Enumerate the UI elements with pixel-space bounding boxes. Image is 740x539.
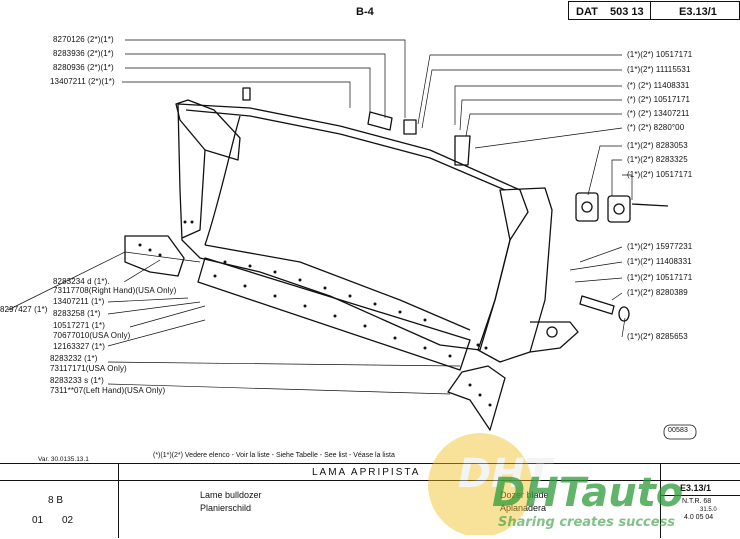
figure-number: 00583: [668, 427, 688, 434]
right-label: (1*)(2*) 11408331: [627, 257, 692, 266]
lubricator: [242, 87, 251, 101]
left-label: 8283234 d (1*).: [53, 277, 110, 286]
left-label: 13407211 (1*): [53, 297, 105, 306]
watermark-logo: DHTauto: [492, 470, 684, 516]
group-number: 8 B: [48, 495, 64, 506]
title-es: Aplanadera: [500, 503, 546, 513]
figure-number-box: [663, 424, 697, 440]
left-label: 12163327 (1*): [53, 342, 106, 351]
title-en: Dozer blade: [500, 490, 549, 500]
left-label: 7311**07(Left Hand)(USA Only): [50, 386, 166, 395]
dat-label: DAT: [576, 6, 598, 18]
right-label: (1*)(2*) 8283325: [627, 155, 688, 164]
title-block: [0, 463, 740, 539]
right-label: (1*)(2*) 10517171: [627, 170, 693, 179]
right-label: (1*)(2*) 8285653: [627, 332, 688, 341]
trunnion-1: [575, 192, 599, 222]
sheet-a: 01: [32, 515, 44, 526]
left-end-plate: [175, 99, 241, 239]
right-label: (1*)(2*) 8283053: [627, 141, 688, 150]
left-label: 8283233 s (1*): [50, 376, 104, 385]
ntr-label: N.T.R. 68: [682, 498, 712, 505]
sheet-b: 02: [62, 515, 74, 526]
right-label: (*) (2*) 10517171: [627, 95, 691, 104]
end-bit-left: [124, 235, 185, 277]
trunnion-2: [607, 195, 631, 223]
main-title: LAMA APRIPISTA: [312, 467, 421, 478]
right-label: (*) (2*) 11408331: [627, 81, 690, 90]
left-label: 10517271 (1*): [53, 321, 106, 330]
dat-number: 503 13: [610, 6, 644, 18]
right-label: (*) (2*) 8280°00: [627, 123, 685, 132]
right-label: (*) (2*) 13407211: [627, 109, 690, 118]
right-label: (1*)(2*) 11115531: [627, 65, 691, 74]
watermark-emblem: DHT: [428, 433, 555, 535]
blade-lower-edge: [204, 244, 471, 331]
left-label: 70677010(USA Only): [53, 331, 131, 340]
end-bit-right: [447, 365, 506, 431]
right-end-plate: [477, 187, 553, 363]
washer-right: [618, 306, 630, 322]
bolt-right: [631, 203, 669, 207]
ntr-sub: 31.5.0: [700, 507, 717, 513]
exploded-view-drawing: [7, 39, 697, 440]
section-number: B-4: [356, 6, 374, 18]
left-label: 13407211 (2*)(1*): [50, 77, 115, 86]
left-label: 73117171(USA Only): [50, 364, 127, 373]
title-fr: Lame bulldozer: [200, 490, 262, 500]
left-label: 8283258 (1*): [53, 309, 101, 318]
blade-body: [177, 103, 529, 351]
ntr-date: 4.0 05 04: [684, 514, 714, 521]
left-label: 8283232 (1*): [50, 354, 98, 363]
left-label: 8283936 (2*)(1*): [53, 49, 114, 58]
pin-top: [367, 111, 393, 131]
bracket-hole: [546, 326, 558, 338]
page-ref: E3.13/1: [679, 6, 717, 18]
watermark-slogan: Sharing creates success: [498, 515, 676, 530]
pin-right: [579, 295, 615, 315]
left-label: 73117708(Right Hand)(USA Only): [53, 286, 177, 295]
sleeve-top: [454, 135, 471, 166]
title-page-ref: E3.13/1: [680, 483, 712, 493]
blade-top-edge: [185, 109, 506, 191]
side-label: 8297427 (1*): [0, 305, 48, 314]
right-label: (1*)(2*) 8280389: [627, 288, 688, 297]
footer-ref: Var. 30.0135.13.1: [38, 456, 89, 463]
right-label: (1*)(2*) 10517171: [627, 273, 693, 282]
plate-top: [403, 119, 417, 135]
right-label: (1*)(2*) 10517171: [627, 50, 693, 59]
right-label: (1*)(2*) 15977231: [627, 242, 693, 251]
footer-note: (*)(1*)(2*) Vedere elenco - Voir la list…: [153, 452, 395, 459]
left-label: 8280936 (2*)(1*): [53, 63, 114, 72]
left-label: 8270126 (2*)(1*): [53, 35, 114, 44]
right-bracket: [529, 321, 579, 353]
svg-text:DHT: DHT: [458, 451, 555, 497]
title-de: Planierschild: [200, 503, 252, 513]
blade-curve: [204, 115, 241, 246]
cutting-edge: [197, 257, 471, 371]
